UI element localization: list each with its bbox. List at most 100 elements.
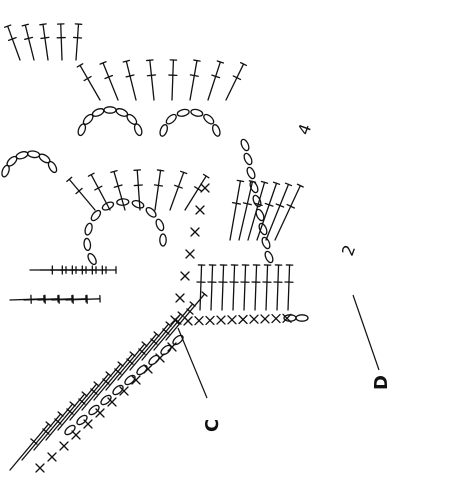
- double-crochet-stitch: [102, 62, 119, 101]
- double-crochet-stitch: [184, 175, 207, 211]
- row-label-2: 2: [338, 242, 359, 258]
- double-crochet-crossbar: [174, 184, 183, 189]
- single-crochet-stitch: [180, 271, 190, 281]
- chain-stitch: [112, 384, 124, 396]
- double-crochet-top: [145, 59, 154, 62]
- double-crochet-crossbar: [232, 75, 242, 81]
- double-crochet-stitch: [265, 183, 290, 241]
- double-crochet-crossbar: [186, 308, 194, 315]
- double-crochet-stitch: [229, 180, 242, 241]
- double-crochet-crossbar: [113, 184, 123, 188]
- double-crochet-top: [236, 179, 245, 183]
- chain-stitch: [136, 364, 148, 376]
- double-crochet-stitch: [117, 333, 158, 381]
- single-crochet-stitch: [95, 408, 105, 418]
- double-crochet-top: [4, 24, 12, 28]
- double-crochet-stitch: [81, 363, 122, 411]
- chain-stitch: [47, 160, 58, 174]
- single-crochet-stitch: [107, 397, 117, 407]
- single-crochet-stitch: [175, 293, 185, 303]
- chain-stitch: [84, 222, 93, 236]
- double-crochet-stitch: [69, 373, 110, 421]
- chain-stitch: [243, 152, 253, 166]
- double-crochet-crossbar: [75, 187, 83, 195]
- double-crochet-stitch: [79, 64, 101, 101]
- double-crochet-stitch: [113, 170, 126, 211]
- single-crochet-stitch: [200, 183, 210, 193]
- double-crochet-stitch: [105, 343, 146, 391]
- double-crochet-crossbar: [40, 36, 50, 40]
- double-crochet-top: [296, 183, 304, 188]
- single-crochet-stitch: [238, 314, 248, 325]
- double-crochet-stitch: [276, 264, 280, 311]
- single-crochet-stitch: [282, 313, 292, 323]
- double-crochet-top: [122, 59, 131, 63]
- chain-stitch: [159, 233, 167, 247]
- double-crochet-top: [216, 60, 225, 64]
- double-crochet-stitch: [9, 423, 50, 471]
- double-crochet-crossbar: [7, 37, 17, 42]
- chain-stitch: [295, 314, 309, 322]
- row-label-4: 4: [294, 121, 315, 137]
- double-crochet-stitch: [57, 383, 98, 431]
- leader-line-d: [352, 294, 380, 371]
- double-crochet-stitch: [125, 60, 137, 101]
- chain-stitch: [27, 150, 41, 159]
- chain-stitch: [155, 218, 165, 232]
- double-crochet-crossbar: [286, 203, 295, 209]
- double-crochet-crossbar: [72, 36, 83, 39]
- double-crochet-stitch: [90, 174, 111, 211]
- single-crochet-stitch: [47, 452, 57, 462]
- double-crochet-stitch: [243, 264, 247, 311]
- single-crochet-stitch: [59, 441, 69, 451]
- chain-stitch: [165, 113, 177, 125]
- double-crochet-top: [110, 170, 118, 174]
- double-crochet-top: [99, 61, 107, 65]
- double-crochet-crossbar: [24, 36, 34, 40]
- stitch-layer: [1, 23, 309, 473]
- double-crochet-stitch: [225, 63, 245, 101]
- chain-stitch: [252, 194, 262, 208]
- double-crochet-top: [284, 182, 293, 187]
- double-crochet-top: [39, 23, 47, 26]
- double-crochet-crossbar: [146, 74, 157, 77]
- single-crochet-stitch: [190, 227, 200, 237]
- chain-stitch: [249, 180, 259, 194]
- double-crochet-crossbar: [194, 186, 203, 192]
- chain-stitch: [133, 123, 143, 137]
- chain-stitch: [88, 404, 100, 416]
- chain-stitch: [103, 106, 117, 114]
- chain-stitch: [246, 166, 256, 180]
- double-crochet-stitch: [7, 25, 21, 61]
- double-crochet-crossbar: [153, 184, 164, 187]
- single-crochet-stitch: [271, 313, 281, 324]
- double-crochet-top: [193, 59, 201, 62]
- double-crochet-stitch: [169, 171, 185, 211]
- double-crochet-crossbar: [94, 185, 103, 191]
- double-crochet-stitch: [189, 59, 198, 101]
- single-crochet-stitch: [205, 315, 215, 326]
- point-label-d: D: [371, 375, 392, 390]
- chain-stitch: [160, 344, 172, 356]
- single-crochet-stitch: [216, 315, 226, 325]
- chain-stitch: [172, 334, 184, 346]
- double-crochet-stitch: [207, 61, 222, 101]
- chain-stitch: [176, 108, 190, 117]
- chain-stitch: [240, 138, 250, 152]
- chain-stitch: [15, 151, 29, 160]
- single-crochet-stitch: [185, 249, 195, 259]
- chain-stitch: [90, 209, 102, 222]
- double-crochet-stitch: [60, 23, 63, 61]
- double-crochet-stitch: [149, 59, 155, 101]
- double-crochet-stitch: [274, 184, 302, 241]
- double-crochet-top: [260, 180, 269, 184]
- double-crochet-top: [240, 61, 248, 67]
- chain-stitch: [64, 424, 76, 436]
- double-crochet-crossbar: [211, 74, 221, 79]
- double-crochet-stitch: [68, 178, 96, 211]
- single-crochet-stitch: [119, 386, 129, 396]
- double-crochet-crossbar: [264, 202, 274, 207]
- chain-stitch: [77, 123, 87, 137]
- double-crochet-stitch: [136, 169, 141, 211]
- single-crochet-stitch: [227, 315, 237, 325]
